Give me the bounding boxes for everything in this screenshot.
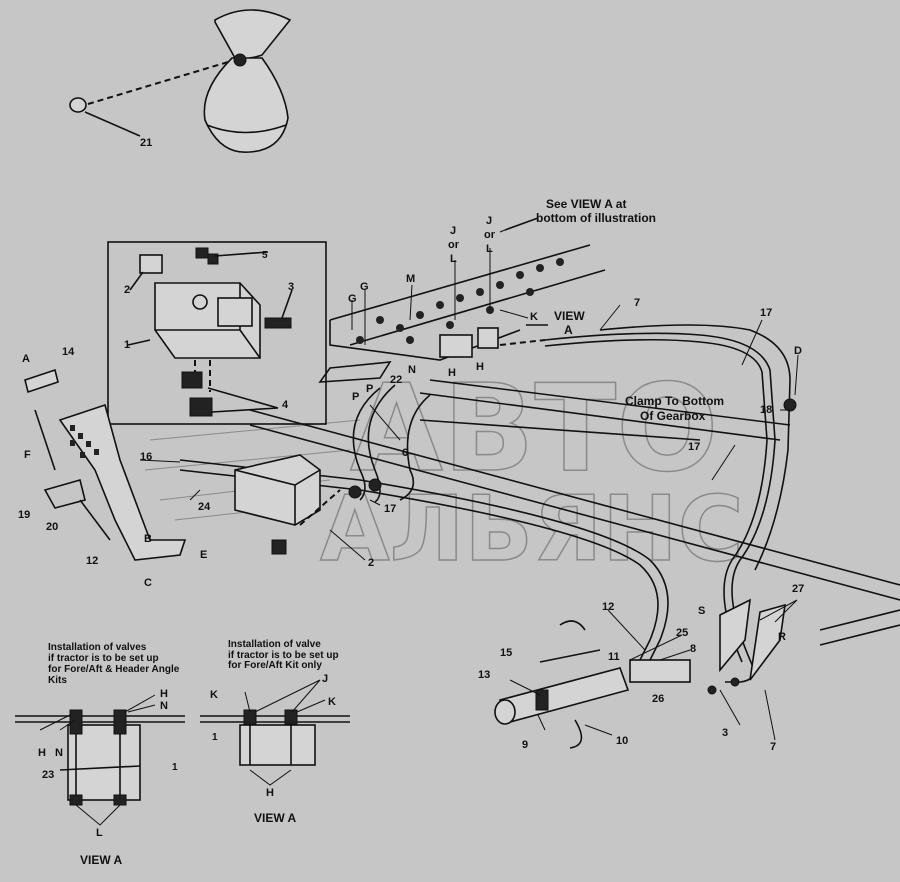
callout: H [160, 688, 168, 700]
callout: P [352, 391, 359, 403]
brackets [707, 398, 797, 695]
callout: S [698, 605, 705, 617]
callout: F [24, 449, 31, 461]
install-note-2: for Fore/Aft Kit only [228, 660, 322, 671]
callout: D [794, 345, 802, 357]
callout: 20 [46, 521, 58, 533]
callout: 14 [62, 346, 75, 358]
hoses [179, 324, 900, 683]
view-a-title: VIEW A [254, 811, 297, 825]
callout: E [200, 549, 207, 561]
callout: P [366, 383, 373, 395]
clamp-note: Of Gearbox [640, 409, 706, 423]
callout: J [450, 225, 456, 237]
control-console [24, 368, 187, 561]
callout: R [778, 631, 786, 643]
install-note-1: Kits [48, 675, 67, 686]
callout: 18 [760, 404, 772, 416]
view-a-right [200, 709, 350, 786]
install-note-2: if tractor is to be set up [228, 650, 339, 661]
callout: 26 [652, 693, 664, 705]
callout: 1 [212, 732, 218, 743]
svg-text:АЛЬЯНС: АЛЬЯНС [320, 477, 744, 582]
callout: 17 [688, 441, 700, 453]
callout: 12 [602, 601, 614, 613]
install-note-1: if tractor is to be set up [48, 653, 159, 664]
callout: 11 [608, 651, 620, 663]
callout: L [486, 243, 493, 255]
callout: 13 [478, 669, 490, 681]
watermark-logo: АВТО АЛЬЯНС [144, 359, 744, 583]
callout: or [448, 239, 460, 251]
valve-block [234, 454, 382, 555]
view-a-arrow-label: VIEW [554, 309, 585, 323]
callout: H [448, 367, 456, 379]
callout: H [476, 361, 484, 373]
svg-text:АВТО: АВТО [350, 360, 718, 499]
callout: 8 [690, 643, 696, 655]
callout: 3 [722, 727, 728, 739]
callout: C [144, 577, 152, 589]
callout: 4 [282, 399, 289, 411]
mounting-plate [318, 244, 606, 383]
callout: 3 [288, 281, 294, 293]
callout: K [328, 696, 336, 708]
callout: 25 [676, 627, 688, 639]
callout: 22 [390, 374, 402, 386]
callout: 27 [792, 583, 804, 595]
callout: 5 [262, 250, 268, 261]
callout: 23 [42, 769, 54, 781]
see-view-a-note: bottom of illustration [536, 211, 656, 225]
callout: G [360, 281, 369, 293]
callout: 2 [124, 284, 130, 296]
callout: M [406, 273, 415, 285]
callout: 7 [634, 297, 640, 309]
view-a-title: VIEW A [80, 853, 123, 867]
install-note-1: Installation of valves [48, 642, 147, 653]
hydraulic-cylinder [494, 620, 691, 749]
callout: H [38, 747, 46, 759]
view-a-left [15, 709, 185, 826]
callout: H [266, 787, 274, 799]
callout: L [96, 827, 103, 839]
callout: 2 [368, 557, 374, 569]
callout: N [55, 747, 63, 759]
callout: L [450, 253, 457, 265]
callout: 1 [172, 762, 178, 773]
callout: G [348, 293, 357, 305]
callout: J [322, 673, 328, 685]
callout: 10 [616, 735, 628, 747]
clamp-note: Clamp To Bottom [625, 394, 724, 408]
callout: 24 [198, 501, 211, 513]
callout: or [484, 229, 496, 241]
callout: N [160, 700, 168, 712]
view-a-arrow-label: A [564, 323, 573, 337]
callout: 17 [760, 307, 772, 319]
callout: N [408, 364, 416, 376]
see-view-a-note: See VIEW A at [546, 197, 626, 211]
install-note-2: Installation of valve [228, 639, 321, 650]
callout: B [144, 533, 152, 545]
callout: 19 [18, 509, 30, 521]
callout: K [530, 311, 538, 323]
callout: A [22, 353, 30, 365]
callout: 21 [140, 137, 152, 149]
callout: 6 [402, 447, 408, 459]
valve-inset [107, 241, 327, 425]
callout: 9 [522, 739, 528, 751]
joystick-handle [69, 9, 292, 153]
callout: 1 [124, 339, 130, 351]
callout: 7 [770, 741, 776, 753]
install-note-1: for Fore/Aft & Header Angle [48, 664, 180, 675]
callout: 17 [384, 503, 396, 515]
callout: J [486, 215, 492, 227]
callout: 16 [140, 451, 152, 463]
callout: 15 [500, 647, 512, 659]
callout: K [210, 689, 218, 701]
callout: 12 [86, 555, 98, 567]
